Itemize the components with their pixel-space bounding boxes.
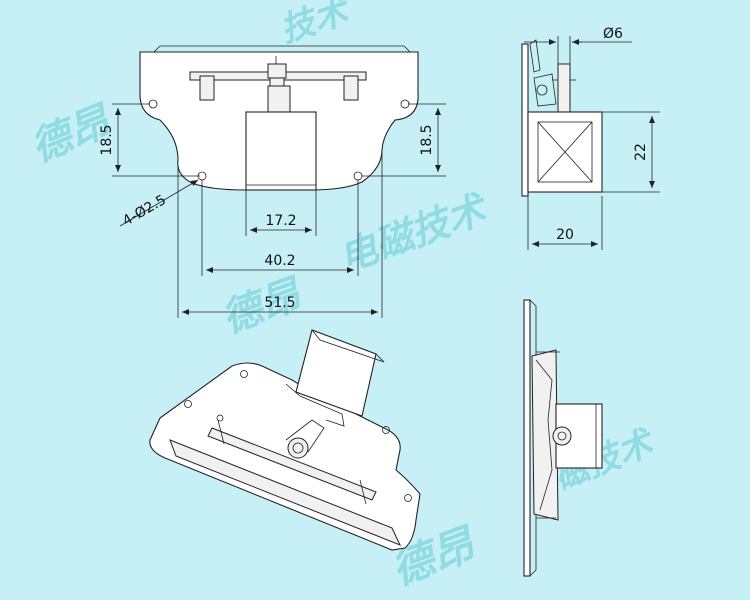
dim-side-height: 22 — [633, 143, 649, 161]
side-view: Ø6 22 20 — [521, 26, 660, 250]
dim-hole-spec: 4-Ø2.5 — [120, 192, 169, 229]
dim-width-inner: 17.2 — [265, 213, 296, 229]
side-view-coil — [527, 111, 603, 193]
front-view-coil — [245, 111, 317, 191]
side-perspective-view — [523, 299, 603, 577]
dim-width-mid: 40.2 — [264, 253, 295, 269]
front-view: 18.5 18.5 4-Ø2.5 17.2 40.2 51.5 — [99, 45, 446, 318]
dim-width-outer: 51.5 — [264, 295, 295, 311]
isometric-view — [149, 329, 421, 551]
dim-side-width: 20 — [556, 227, 574, 243]
watermark-top: 技术 — [275, 0, 356, 51]
dim-top-height-left: 18.5 — [99, 124, 115, 155]
dim-top-height-right: 18.5 — [419, 124, 435, 155]
watermark-middle-right: 电磁技术 — [333, 185, 495, 281]
dim-shaft-diameter: Ø6 — [603, 26, 623, 42]
